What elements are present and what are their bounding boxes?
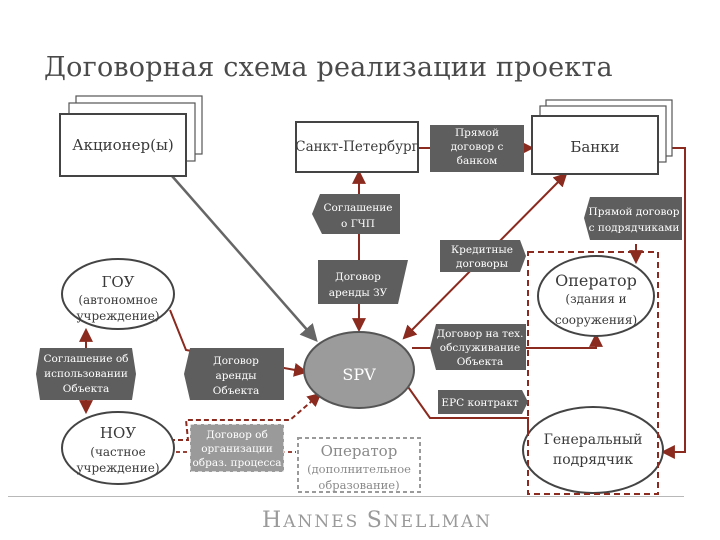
contract-direct-bank-2: договор с: [451, 141, 504, 153]
contractor-label-1: Генеральный: [544, 432, 643, 448]
contract-direct-contractors-1: Прямой договор: [589, 206, 680, 218]
general-contractor-node: Генеральный подрядчик: [522, 406, 664, 494]
hannes-snellman-logo: HANNES SNELLMAN: [262, 508, 493, 533]
contract-maintenance: Договор на тех. обслуживание Объекта: [430, 324, 526, 370]
banks-label: Банки: [570, 138, 619, 156]
gou-sub1: (автономное: [78, 293, 157, 307]
contract-usage-3: Объекта: [63, 383, 109, 395]
nou-spv-dashed-line: [170, 392, 322, 441]
contract-maintenance-1: Договор на тех.: [437, 328, 524, 340]
shareholders-node: Акционер(ы): [59, 95, 203, 177]
contract-ppp-2: о ГЧП: [341, 218, 375, 230]
operator-sub2: сооружения): [555, 313, 637, 327]
contract-direct-contractors: Прямой договор с подрядчиками: [584, 197, 682, 240]
nou-sub1: (частное: [90, 445, 145, 459]
contract-object-lease: Договор аренды Объекта: [184, 348, 284, 400]
contract-maintenance-3: Объекта: [457, 356, 503, 368]
banks-contractor-line: [657, 141, 686, 459]
contract-usage-1: Соглашение об: [44, 353, 129, 365]
contract-object-lease-1: Договор: [213, 355, 259, 367]
contract-direct-bank: Прямой договор с банком: [430, 125, 524, 172]
contract-edu-process-1: Договор об: [206, 429, 268, 441]
operator-label: Оператор: [555, 271, 637, 290]
contract-edu-process-3: образ. процесса: [192, 457, 281, 469]
banks-node: Банки: [531, 99, 673, 175]
operator-edu-sub2: образование): [318, 478, 399, 492]
gou-label: ГОУ: [101, 273, 134, 291]
contract-epc-1: EPC контракт: [441, 397, 518, 409]
nou-label: НОУ: [100, 424, 136, 442]
nou-node: НОУ (частное учреждение): [61, 411, 175, 485]
contract-ppp-1: Соглашение: [324, 202, 393, 214]
spb-node: Санкт-Петербург: [295, 121, 419, 173]
spv-label: SPV: [342, 365, 376, 384]
contract-epc: EPC контракт: [438, 390, 528, 414]
contract-credit-1: Кредитные: [451, 244, 513, 256]
contract-credit-2: договоры: [456, 258, 508, 270]
operator-edu-node: Оператор (дополнительное образование): [297, 437, 421, 493]
contract-land-lease: Договор аренды ЗУ: [318, 260, 408, 304]
contract-direct-bank-3: банком: [457, 155, 498, 167]
gou-sub2: учреждение): [76, 309, 159, 323]
contract-object-lease-3: Объекта: [213, 385, 259, 397]
spb-label: Санкт-Петербург: [295, 139, 419, 155]
contract-edu-process-2: организации: [201, 443, 273, 455]
operator-group-dashed-frame: [527, 251, 659, 495]
contract-usage: Соглашение об использовании Объекта: [36, 348, 136, 400]
contract-ppp: Соглашение о ГЧП: [312, 194, 400, 234]
gou-node: ГОУ (автономное учреждение): [61, 258, 175, 330]
shareholders-spv-line: [171, 175, 318, 342]
operator-node: Оператор (здания и сооружения): [537, 255, 655, 337]
contract-maintenance-2: обслуживание: [440, 342, 520, 354]
operator-edu-sub1: (дополнительное: [307, 462, 411, 476]
operator-edu-label: Оператор: [321, 442, 398, 460]
contract-land-lease-1: Договор: [335, 271, 381, 283]
contract-direct-contractors-2: с подрядчиками: [589, 222, 680, 234]
page-title: Договорная схема реализации проекта: [44, 52, 613, 83]
contract-land-lease-2: аренды ЗУ: [329, 287, 388, 299]
contractor-label-2: подрядчик: [553, 452, 633, 468]
contract-direct-bank-1: Прямой: [455, 127, 499, 139]
spv-node: SPV: [303, 331, 415, 409]
contract-object-lease-2: аренды: [215, 370, 256, 382]
contract-edu-process: Договор об организации образ. процесса: [189, 423, 285, 473]
contract-credit: Кредитные договоры: [440, 240, 526, 272]
operator-sub1: (здания и: [565, 292, 626, 306]
footer-divider: [8, 496, 684, 497]
nou-sub2: учреждение): [76, 461, 159, 475]
shareholders-label: Акционер(ы): [72, 136, 174, 154]
contract-usage-2: использовании: [44, 368, 128, 380]
